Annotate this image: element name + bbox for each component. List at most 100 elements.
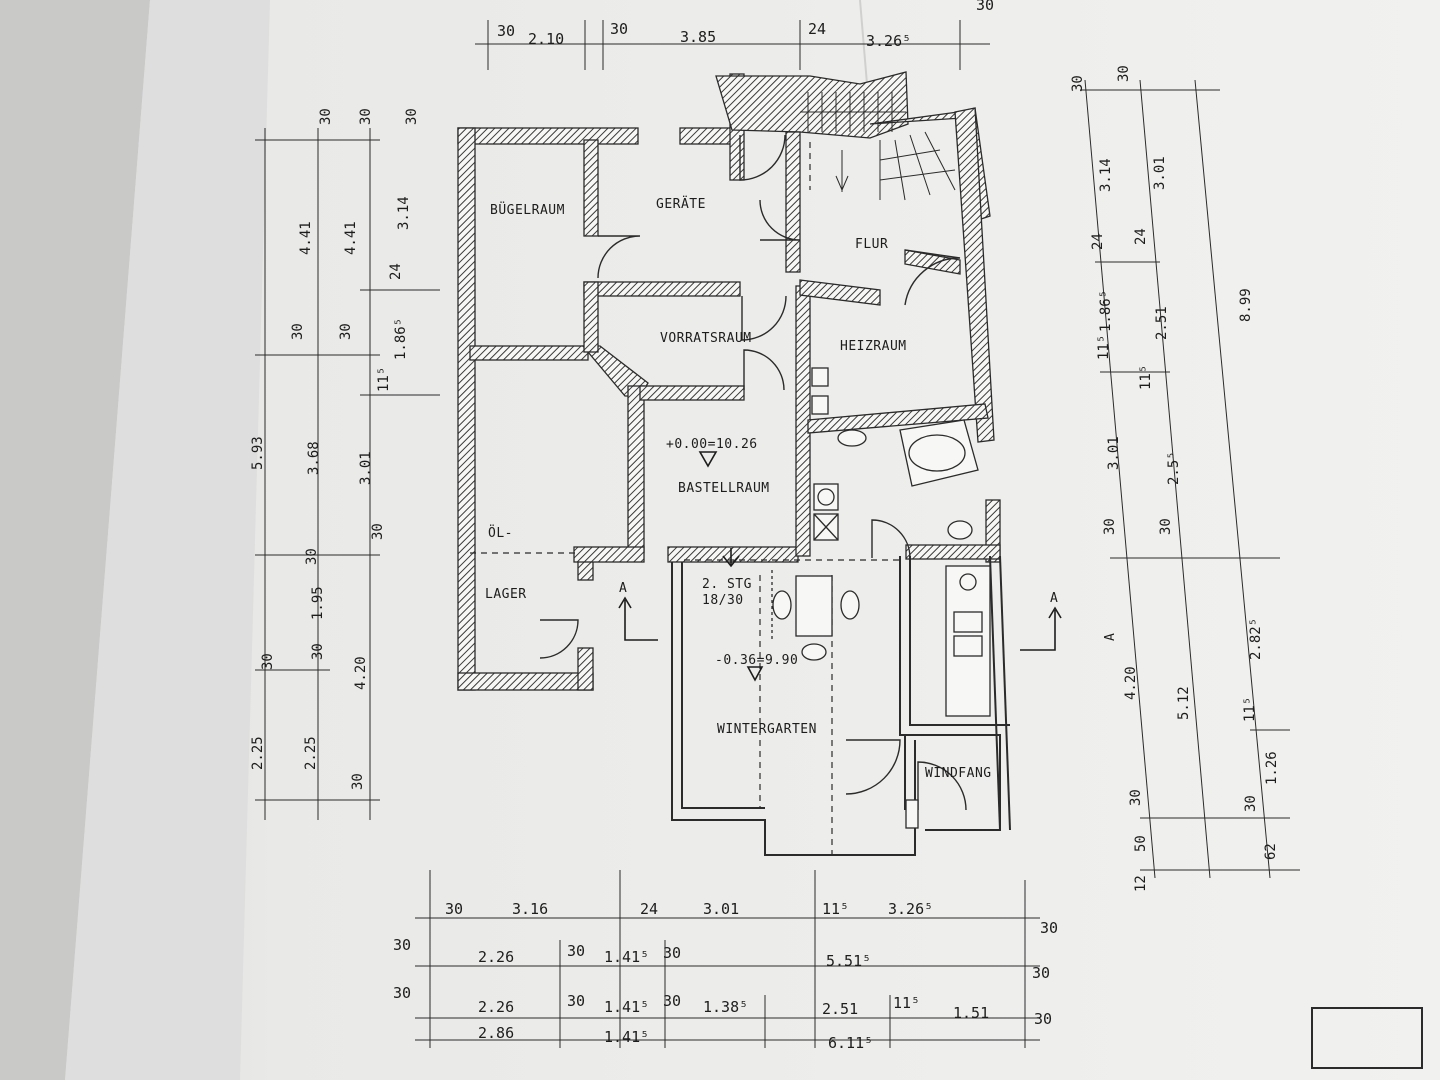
dim-top-c: 30: [610, 20, 628, 38]
dim-b3-b: 2.26: [478, 998, 514, 1016]
room-label-wintergarten: WINTERGARTEN: [717, 722, 817, 737]
dim-r2-b: 3.01: [1152, 156, 1168, 190]
dim-top-a: 30: [497, 22, 515, 40]
dim-b3-h: 11⁵: [893, 994, 920, 1012]
dim-r1-e: 11⁵: [1096, 335, 1112, 360]
wall-group: [457, 71, 1001, 691]
level-basement: +0.00=10.26: [666, 437, 758, 452]
room-label-heizraum: HEIZRAUM: [840, 339, 907, 354]
dim-b3-e: 30: [663, 992, 681, 1010]
chair-right: [840, 590, 860, 620]
dims-left: 30 4.41 30 5.93 30 30 2.25 30 4.41 30 3.…: [250, 108, 420, 790]
dim-b1-e: 11⁵: [822, 900, 849, 918]
room-label-lager: LAGER: [485, 587, 527, 602]
dim-l1-d: 5.93: [250, 436, 266, 470]
dim-b4-c: 6.11⁵: [828, 1034, 873, 1052]
dim-r1-g: 30: [1102, 518, 1118, 535]
dim-r2-d: 2.51: [1154, 306, 1170, 340]
dim-b3-i: 1.51: [953, 1004, 989, 1022]
dim-b1-g: 30: [1040, 919, 1058, 937]
dim-b2-d: 1.41⁵: [604, 948, 649, 966]
chair-left: [772, 590, 792, 620]
room-label-oel: ÖL-: [488, 524, 513, 541]
section-marker-right: A: [1050, 591, 1058, 606]
section-marker-left: A: [619, 581, 627, 596]
dim-l3-c: 24: [388, 263, 404, 280]
dim-b3-d: 1.41⁵: [604, 998, 649, 1016]
sink-kitchen: [959, 573, 977, 591]
dim-r1-h: 4.20: [1123, 666, 1139, 700]
dim-l2-e: 30: [310, 643, 326, 660]
paper-sheet: [65, 0, 1440, 1080]
dim-r1-b: 3.14: [1098, 158, 1114, 192]
dim-r1-a: 30: [1070, 75, 1086, 92]
dim-b3-c: 30: [567, 992, 585, 1010]
dims-right: 30 3.14 24 1.86⁵ 11⁵ 3.01 30 4.20 30 50 …: [1070, 65, 1280, 892]
dim-r2-a: 30: [1116, 65, 1132, 82]
dim-r2-c: 24: [1133, 228, 1149, 245]
dim-top-b: 2.10: [528, 30, 564, 48]
dim-l3-a: 30: [404, 108, 420, 125]
dim-r1-k: 12: [1133, 875, 1149, 892]
dim-r1-j: 50: [1133, 835, 1149, 852]
dims-top: 30 2.10 30 3.85 24 3.26⁵ 30: [497, 0, 994, 50]
stair-note-steps: 2. STG: [702, 577, 752, 592]
stair-note-ratio: 18/30: [702, 593, 744, 608]
chair-bottom: [801, 643, 827, 661]
room-label-windfang: WINDFANG: [925, 766, 992, 781]
dim-b2-a: 30: [393, 936, 411, 954]
dim-r2-h: 5.12: [1176, 686, 1192, 720]
thin-wall-group: [671, 555, 1011, 856]
room-label-vorratsraum: VORRATSRAUM: [660, 331, 752, 346]
dim-b3-a: 30: [393, 984, 411, 1002]
fixtures: [771, 367, 991, 829]
dining-table: [795, 575, 833, 637]
section-marker-far-right: A: [1103, 633, 1118, 641]
room-label-geraete: GERÄTE: [656, 196, 706, 212]
dim-b1-a: 30: [445, 900, 463, 918]
door-swing-group: [539, 134, 967, 811]
dim-l3-b: 3.14: [396, 196, 412, 230]
dim-b2-c: 30: [567, 942, 585, 960]
dim-l3-g: 30: [370, 523, 386, 540]
sink: [837, 429, 867, 447]
dim-b3-g: 2.51: [822, 1000, 858, 1018]
dim-b3-f: 1.38⁵: [703, 998, 748, 1016]
dim-l1-c: 30: [290, 323, 306, 340]
section-markers: [618, 451, 1062, 682]
dim-l2-d: 3.68: [306, 441, 322, 475]
dim-l1-g: 2.25: [250, 736, 266, 770]
dim-l3-i: 30: [350, 773, 366, 790]
dim-r2-j: 62: [1263, 843, 1279, 860]
dim-r1-i: 30: [1128, 789, 1144, 806]
dim-b2-g: 30: [1032, 964, 1050, 982]
dim-l2-f: 1.95: [310, 586, 326, 620]
title-block-box: [1311, 1007, 1423, 1069]
dim-top-g: 30: [976, 0, 994, 14]
room-label-bastellraum: BASTELLRAUM: [678, 481, 770, 496]
dim-r3-d: 1.26: [1264, 751, 1280, 785]
dims-bottom: 30 3.16 24 3.01 11⁵ 3.26⁵ 30 30 2.26 30 …: [393, 900, 1058, 1052]
dim-r2-e: 11⁵: [1138, 365, 1154, 390]
dim-b1-f: 3.26⁵: [888, 900, 933, 918]
dim-b2-f: 5.51⁵: [826, 952, 871, 970]
paper-sheet-left-fold: [65, 0, 270, 1080]
dim-l1-b: 4.41: [298, 221, 314, 255]
dim-l2-b: 4.41: [343, 221, 359, 255]
dim-b1-b: 3.16: [512, 900, 548, 918]
room-labels: BÜGELRAUM GERÄTE FLUR VORRATSRAUM HEIZRA…: [485, 196, 1118, 781]
dim-r1-d: 1.86⁵: [1098, 290, 1114, 332]
dim-r1-f: 3.01: [1106, 436, 1122, 470]
dim-r3-b: 2.82⁵: [1248, 618, 1264, 660]
dim-r1-c: 24: [1090, 233, 1106, 250]
dim-b4-b: 1.41⁵: [604, 1028, 649, 1046]
dim-r3-c: 11⁵: [1242, 697, 1258, 722]
kitchen-counter: [945, 565, 991, 717]
dim-l3-h: 4.20: [353, 656, 369, 690]
dim-b3-j: 30: [1034, 1010, 1052, 1028]
dim-b2-e: 30: [663, 944, 681, 962]
dim-l1-a: 30: [318, 108, 334, 125]
dim-r2-g: 30: [1158, 518, 1174, 535]
toilet: [947, 520, 973, 540]
